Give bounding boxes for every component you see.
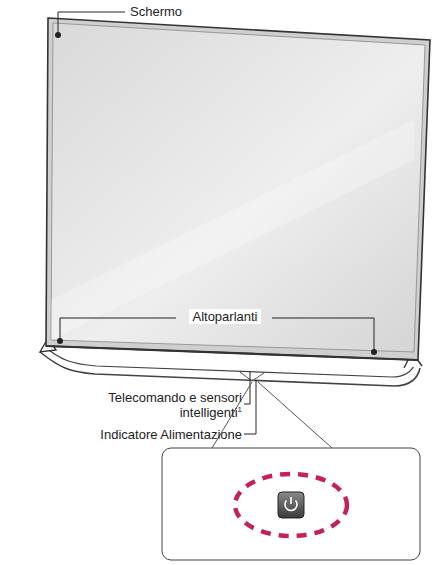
part-label-box: Schermo [130, 4, 250, 19]
part-label: Telecomando e sensori intelligenti [108, 390, 242, 420]
tv-screen [46, 18, 430, 360]
power-button [278, 492, 304, 518]
leader-dot [55, 32, 61, 38]
part-label-box: Indicatore Alimentazione [60, 427, 242, 442]
part-label: Schermo [130, 4, 182, 19]
footnote-number: 1 [238, 405, 242, 414]
part-label: Indicatore Alimentazione [100, 427, 242, 442]
leader-dot [57, 338, 63, 344]
leader-dot [371, 349, 377, 355]
indicator-glow [235, 474, 347, 536]
part-label: Altoparlanti [189, 309, 260, 324]
leader-line [244, 372, 256, 434]
part-label-box: Telecomando e sensori intelligenti1 [98, 390, 242, 420]
part-label-box: Altoparlanti [170, 309, 280, 324]
leader-line [58, 12, 125, 35]
